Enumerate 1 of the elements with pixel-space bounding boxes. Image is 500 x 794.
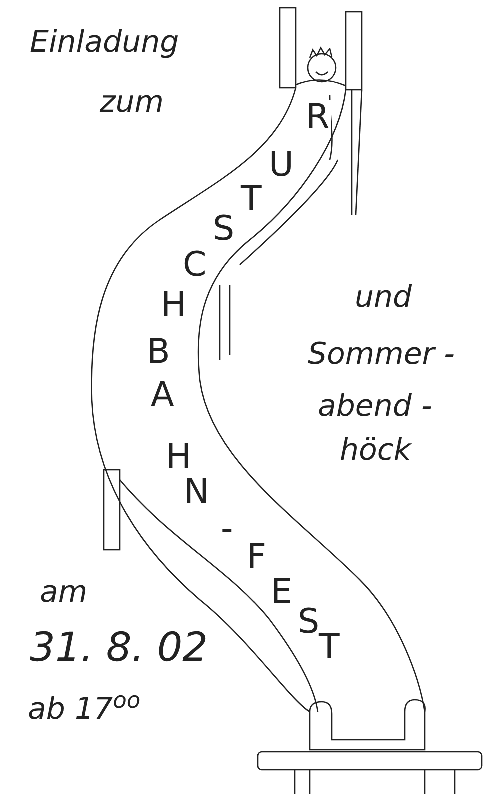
- invitation-text: Einladung: [30, 28, 180, 58]
